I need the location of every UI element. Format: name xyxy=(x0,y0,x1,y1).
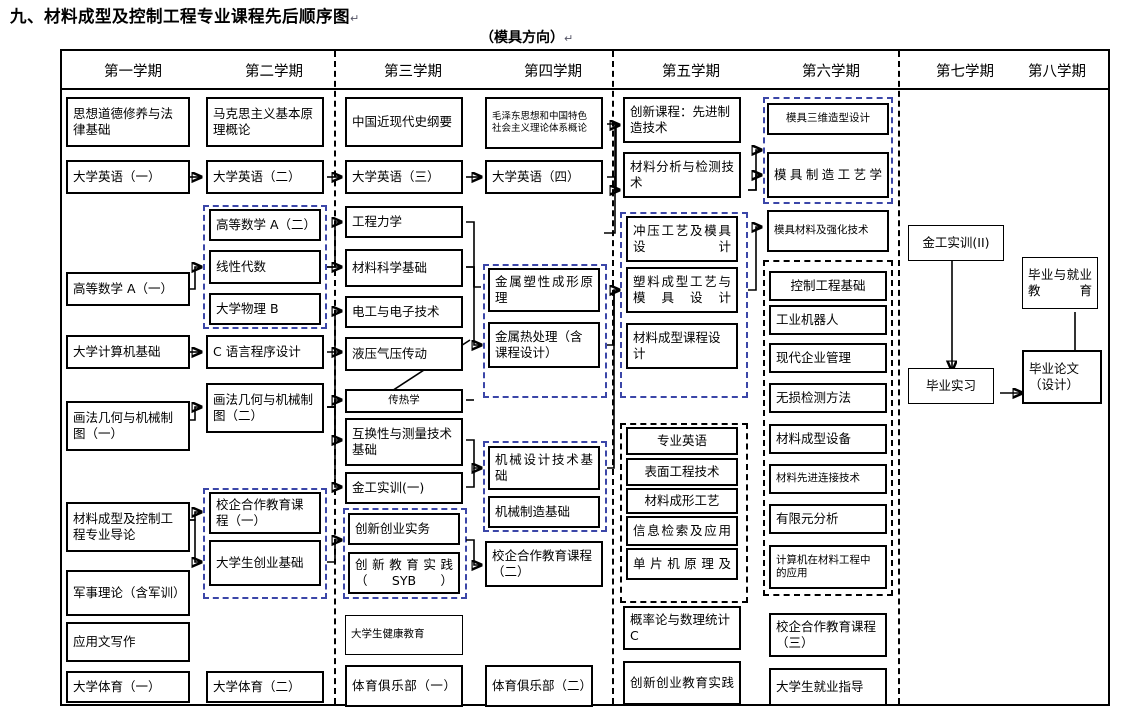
course-box[interactable]: 电工与电子技术 xyxy=(345,296,463,328)
page-subtitle: （模具方向）↵ xyxy=(480,30,574,46)
course-box[interactable]: 大学生创业基础 xyxy=(209,540,321,586)
course-box[interactable]: 画法几何与机械制图（二） xyxy=(206,383,324,433)
course-box[interactable]: 校企合作教育课程（二） xyxy=(485,541,603,587)
semester-header-8: 第八学期 xyxy=(1028,64,1086,80)
course-box[interactable]: 表面工程技术 xyxy=(626,458,738,486)
course-box[interactable]: 模具材料及强化技术 xyxy=(767,210,889,252)
page-title: 九、材料成型及控制工程专业课程先后顺序图↵ xyxy=(10,7,360,26)
separator-s2-s3 xyxy=(334,51,336,704)
course-box[interactable]: 材料先进连接技术 xyxy=(769,464,887,494)
course-box[interactable]: 大学体育（一） xyxy=(66,671,190,703)
course-box[interactable]: C 语言程序设计 xyxy=(206,335,324,369)
course-box[interactable]: 大学英语（四） xyxy=(485,160,603,194)
course-box[interactable]: 现代企业管理 xyxy=(769,343,887,373)
course-box[interactable]: 材料成型课程设计 xyxy=(626,323,738,369)
course-box[interactable]: 传热学 xyxy=(345,389,463,413)
course-box[interactable]: 毕业与就业教育 xyxy=(1022,257,1098,309)
course-box[interactable]: 画法几何与机械制图（一） xyxy=(66,401,190,451)
separator-s4-s5 xyxy=(612,51,614,704)
course-box[interactable]: 创新创业实务 xyxy=(348,513,460,545)
separator-s6-s7 xyxy=(898,51,900,704)
course-box[interactable]: 控制工程基础 xyxy=(769,271,887,301)
course-box[interactable]: 单片机原理及 xyxy=(626,548,738,580)
course-box[interactable]: 工业机器人 xyxy=(769,305,887,335)
course-box[interactable]: 校企合作教育课程（三） xyxy=(769,613,887,657)
course-box[interactable]: 创新创业教育实践 xyxy=(623,661,741,705)
pilcrow-mark: ↵ xyxy=(350,12,360,25)
course-box[interactable]: 计算机在材料工程中的应用 xyxy=(769,545,887,589)
course-box[interactable]: 金工实训(一) xyxy=(345,472,463,504)
semester-header-7: 第七学期 xyxy=(936,64,994,80)
course-box[interactable]: 思想道德修养与法律基础 xyxy=(66,97,190,147)
course-box[interactable]: 大学生健康教育 xyxy=(345,615,463,655)
course-box[interactable]: 有限元分析 xyxy=(769,504,887,534)
semester-header-1: 第一学期 xyxy=(104,64,162,80)
semester-header-3: 第三学期 xyxy=(384,64,442,80)
course-box[interactable]: 材料科学基础 xyxy=(345,249,463,287)
course-box[interactable]: 金属热处理（含课程设计） xyxy=(488,322,600,368)
course-box[interactable]: 毕业论文（设计） xyxy=(1022,350,1102,404)
course-box[interactable]: 大学物理 B xyxy=(209,293,321,325)
course-box[interactable]: 材料成型设备 xyxy=(769,424,887,454)
course-box[interactable]: 大学英语（一） xyxy=(66,160,190,194)
course-box[interactable]: 概率论与数理统计 C xyxy=(623,606,741,650)
course-box[interactable]: 高等数学 A（一） xyxy=(66,272,190,306)
semester-header-5: 第五学期 xyxy=(662,64,720,80)
course-box[interactable]: 塑料成型工艺与模具设计 xyxy=(626,267,738,313)
course-box[interactable]: 金工实训(II) xyxy=(908,225,1004,261)
course-box[interactable]: 信息检索及应用 xyxy=(626,516,738,546)
course-box[interactable]: 创新课程：先进制造技术 xyxy=(623,97,741,143)
course-box[interactable]: 机械制造基础 xyxy=(488,496,600,528)
course-box[interactable]: 冲压工艺及模具设计 xyxy=(626,216,738,262)
course-box[interactable]: 互换性与测量技术基础 xyxy=(345,418,463,466)
course-box[interactable]: 液压气压传动 xyxy=(345,337,463,371)
course-box[interactable]: 军事理论（含军训） xyxy=(66,570,190,616)
course-box[interactable]: 模具三维造型设计 xyxy=(767,103,889,135)
course-box[interactable]: 工程力学 xyxy=(345,206,463,238)
course-box[interactable]: 中国近现代史纲要 xyxy=(345,97,463,147)
course-box[interactable]: 马克思主义基本原理概论 xyxy=(206,97,324,147)
course-box[interactable]: 大学英语（三） xyxy=(345,160,463,194)
course-box[interactable]: 创新教育实践（SYB） xyxy=(348,552,460,594)
course-box[interactable]: 大学计算机基础 xyxy=(66,335,190,369)
pilcrow-mark-2: ↵ xyxy=(564,32,574,45)
course-box[interactable]: 模具制造工艺学 xyxy=(767,152,889,198)
semester-header-2: 第二学期 xyxy=(245,64,303,80)
course-box[interactable]: 体育俱乐部（二） xyxy=(485,665,593,707)
header-divider xyxy=(62,88,1108,90)
course-box[interactable]: 材料分析与检测技术 xyxy=(623,152,741,198)
course-box[interactable]: 材料成型及控制工程专业导论 xyxy=(66,502,190,552)
course-box[interactable]: 金属塑性成形原理 xyxy=(488,268,600,312)
course-box[interactable]: 大学体育（二） xyxy=(206,671,324,703)
course-box[interactable]: 大学英语（二） xyxy=(206,160,324,194)
course-box[interactable]: 线性代数 xyxy=(209,250,321,284)
semester-header-6: 第六学期 xyxy=(802,64,860,80)
course-box[interactable]: 应用文写作 xyxy=(66,622,190,662)
course-box[interactable]: 专业英语 xyxy=(626,427,738,455)
course-box[interactable]: 毛泽东思想和中国特色社会主义理论体系概论 xyxy=(485,97,603,149)
semester-header-4: 第四学期 xyxy=(524,64,582,80)
course-box[interactable]: 无损检测方法 xyxy=(769,383,887,413)
course-box[interactable]: 大学生就业指导 xyxy=(769,668,887,706)
course-box[interactable]: 校企合作教育课程（一） xyxy=(209,492,321,534)
course-box[interactable]: 高等数学 A（二） xyxy=(209,209,321,241)
course-box[interactable]: 材料成形工艺 xyxy=(626,488,738,514)
course-box[interactable]: 机械设计技术基础 xyxy=(488,446,600,490)
course-box[interactable]: 毕业实习 xyxy=(908,368,994,404)
course-box[interactable]: 体育俱乐部（一） xyxy=(345,665,463,707)
